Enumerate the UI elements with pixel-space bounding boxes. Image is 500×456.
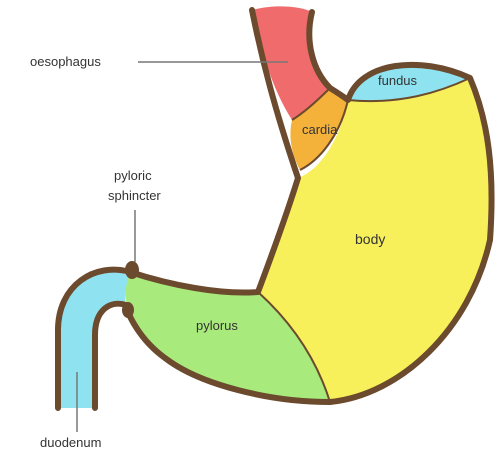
- pylorus-label: pylorus: [196, 318, 238, 333]
- cardia-label: cardia: [302, 122, 338, 137]
- pyloric-sphincter-label-line2: sphincter: [108, 188, 161, 203]
- body-label: body: [355, 231, 385, 247]
- pyloric-sphincter-upper: [125, 261, 139, 279]
- esophagus-label: oesophagus: [30, 54, 101, 69]
- pyloric-sphincter-lower: [122, 302, 134, 318]
- fundus-label: fundus: [378, 73, 418, 88]
- pyloric-sphincter-label-line1: pyloric: [114, 168, 152, 183]
- duodenum-label: duodenum: [40, 435, 101, 450]
